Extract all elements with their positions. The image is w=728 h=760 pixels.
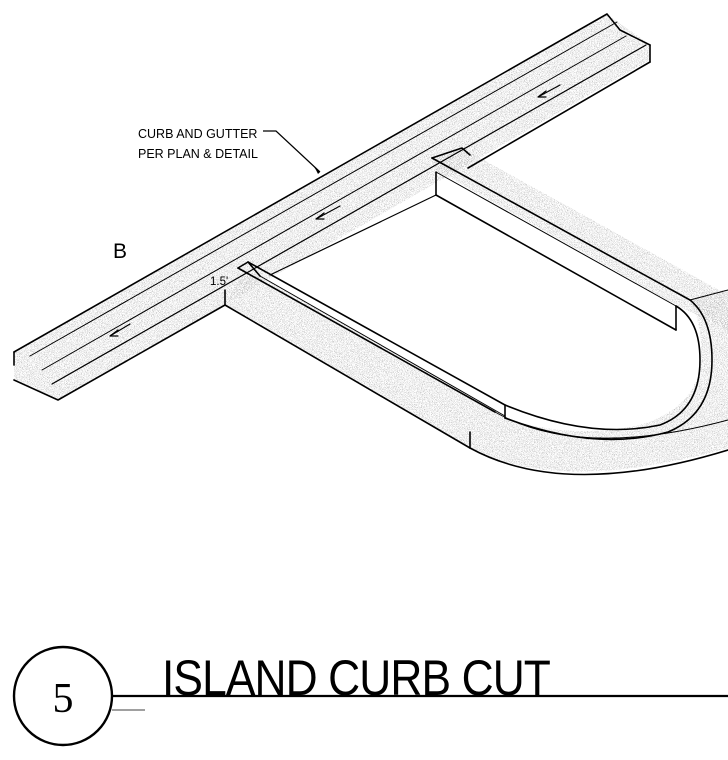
curb-cut-opening [431,147,471,159]
detail-title-block: 5 ISLAND CURB CUT [12,645,728,747]
island-curve-outer [469,447,728,476]
island-loop-fill [225,270,728,472]
main-curb-top-edge [13,13,651,353]
callout-leader [263,130,321,173]
section-marker-label: B [113,240,127,263]
callout-curb-line1: CURB AND GUTTER [138,127,257,141]
main-curb-band-fill [14,14,650,400]
detail-title: ISLAND CURB CUT [162,650,550,706]
curb-linework [13,13,728,476]
callout-curb-line2: PER PLAN & DETAIL [138,147,258,161]
dimension-label: 1.5' [210,276,228,288]
flow-arrows [109,84,561,337]
annotations: CURB AND GUTTER PER PLAN & DETAIL B 1.5' [113,127,321,288]
detail-number: 5 [53,676,74,722]
